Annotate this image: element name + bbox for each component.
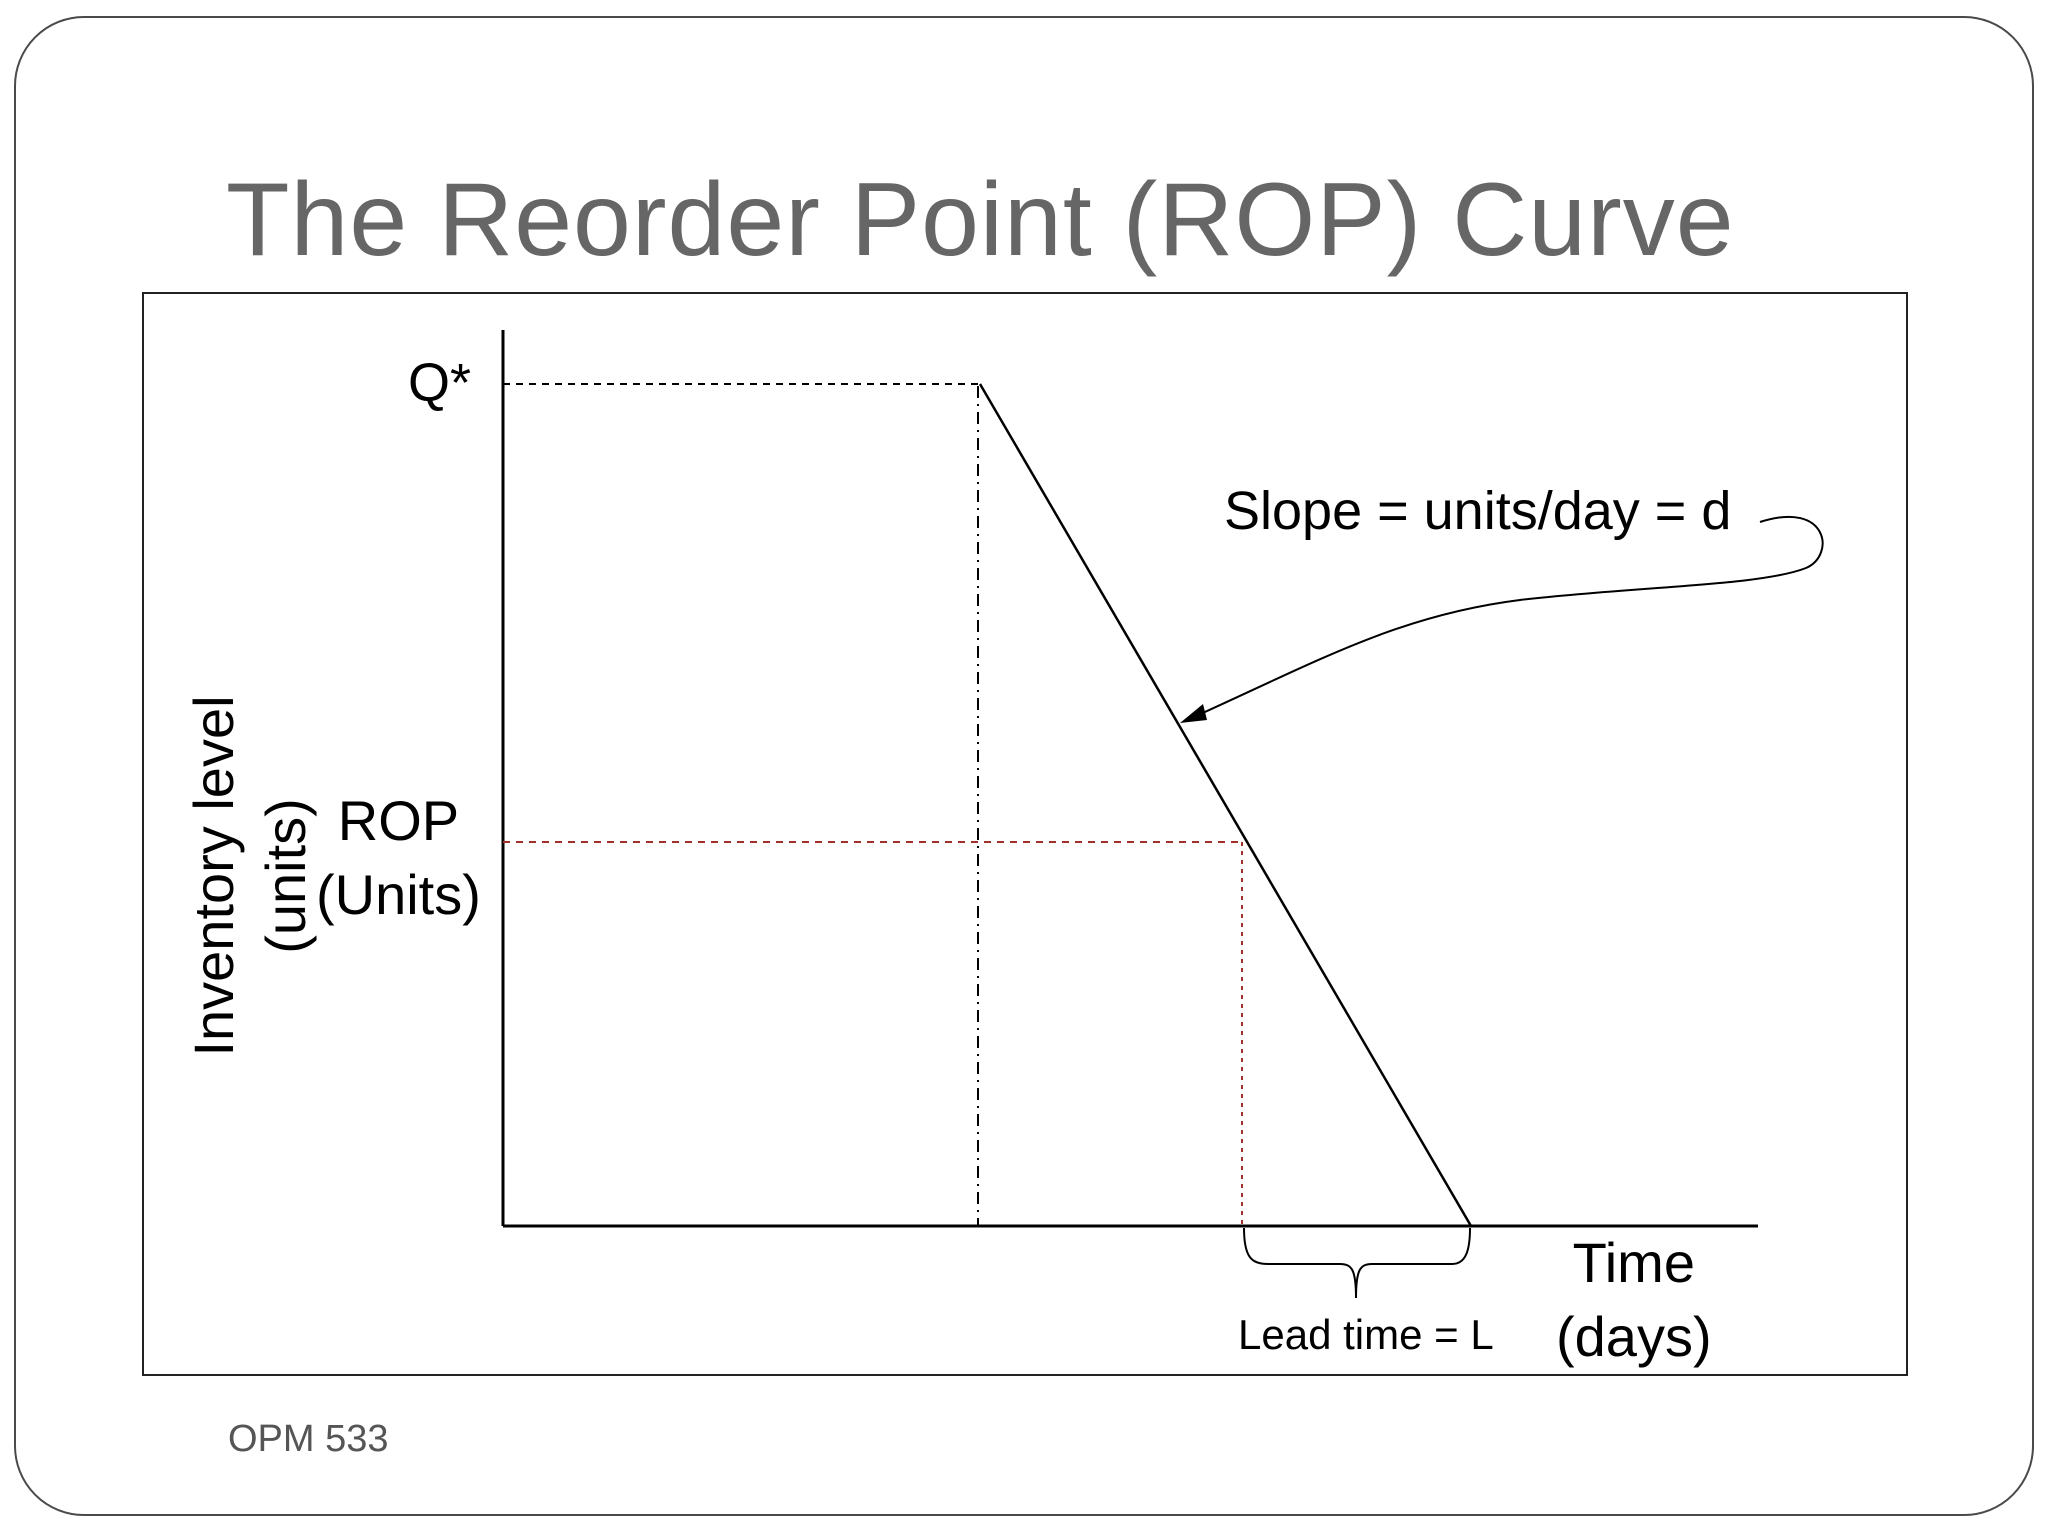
inventory-depletion-line — [978, 383, 1473, 1227]
rop-label: ROP (Units) — [316, 784, 481, 932]
slope-callout-arrowhead — [1180, 704, 1207, 723]
slide-frame — [14, 16, 2034, 1516]
x-axis-label-line2: (days) — [1556, 1305, 1712, 1368]
slope-label: Slope = units/day = d — [1224, 481, 1732, 541]
q-star-label: Q* — [408, 353, 472, 413]
rop-label-line1: ROP — [337, 789, 460, 852]
slide-title: The Reorder Point (ROP) Curve — [226, 162, 1735, 278]
y-axis-label-line1: Inventory level — [182, 695, 245, 1057]
x-axis-label-line1: Time — [1572, 1231, 1695, 1294]
slide-footer: OPM 533 — [228, 1418, 389, 1460]
y-axis-label-line2: (units) — [254, 798, 317, 954]
x-axis-label: Time (days) — [1556, 1226, 1712, 1374]
slope-callout-arrow — [1195, 515, 1824, 717]
lead-time-brace — [1243, 1227, 1471, 1299]
diagram-panel — [142, 292, 1908, 1376]
rop-label-line2: (Units) — [316, 863, 481, 926]
lead-time-label: Lead time = L — [1238, 1311, 1494, 1358]
